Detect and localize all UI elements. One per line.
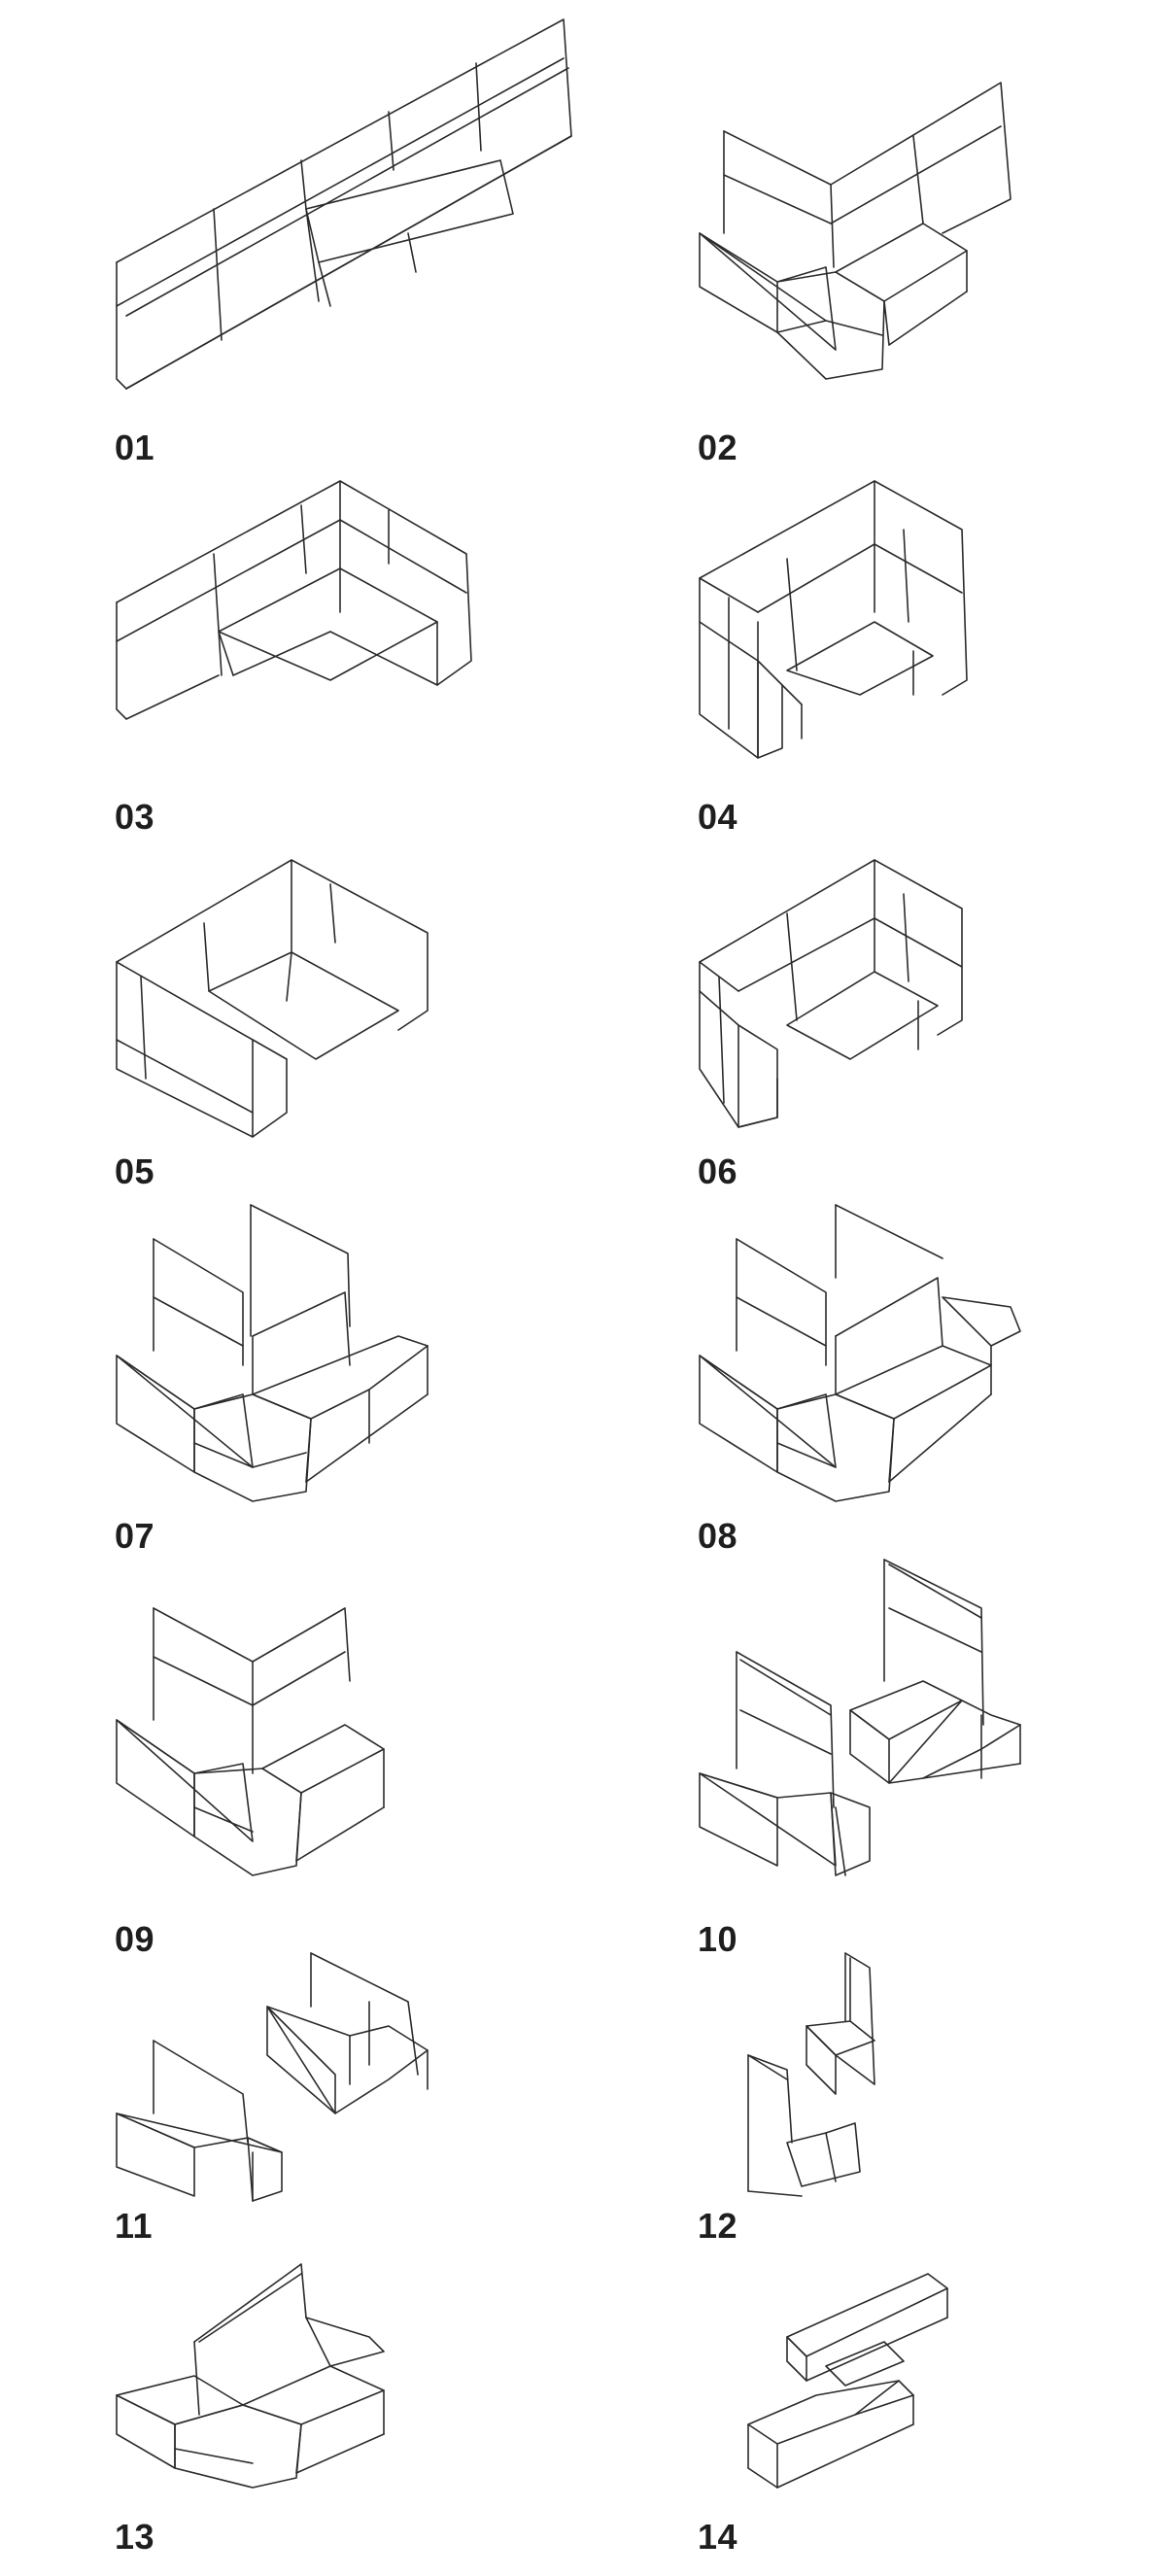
configuration-label: 03: [115, 797, 155, 837]
sofa-configuration-11: 11: [107, 1948, 496, 2246]
sofa-configuration-12-drawing: [747, 1952, 875, 2197]
configuration-label: 12: [698, 2206, 738, 2246]
configuration-label: 02: [698, 428, 738, 467]
sofa-configuration-09: 09: [107, 1603, 496, 1959]
sofa-configuration-06: 06: [690, 855, 1079, 1191]
sofa-configuration-07-drawing: [116, 1204, 429, 1502]
sofa-configuration-01: 01: [107, 15, 593, 467]
sofa-configuration-05: 05: [107, 855, 496, 1191]
sofa-configuration-07: 07: [107, 1200, 496, 1556]
sofa-configuration-01-drawing: [116, 18, 572, 390]
configuration-label: 08: [698, 1516, 738, 1556]
configuration-label: 11: [115, 2206, 154, 2246]
sofa-configuration-14: 14: [690, 2259, 1079, 2557]
sofa-configuration-08: 08: [690, 1200, 1079, 1556]
sofa-configuration-13-drawing: [116, 2263, 385, 2489]
sofa-configuration-03: 03: [107, 476, 496, 837]
sofa-configuration-12: 12: [690, 1948, 1079, 2246]
configuration-label: 10: [698, 1919, 738, 1959]
sofa-configuration-11-drawing: [116, 1952, 429, 2202]
configuration-label: 09: [115, 1919, 155, 1959]
sofa-configuration-10-drawing: [699, 1559, 1021, 1876]
sofa-configuration-02-drawing: [699, 82, 1012, 380]
configuration-label: 13: [115, 2517, 155, 2557]
sofa-configuration-14-drawing: [747, 2273, 948, 2489]
sofa-configuration-02: 02: [690, 78, 1079, 467]
configuration-label: 05: [115, 1151, 155, 1191]
configuration-label: 01: [115, 428, 155, 467]
sofa-configuration-04-drawing: [699, 480, 968, 759]
configuration-label: 06: [698, 1151, 738, 1191]
sofa-configuration-04: 04: [690, 476, 1079, 837]
sofa-configuration-13: 13: [107, 2259, 496, 2557]
configuration-label: 14: [698, 2517, 738, 2557]
sofa-configuration-05-drawing: [116, 859, 429, 1138]
sofa-configuration-03-drawing: [116, 480, 472, 720]
configuration-label: 07: [115, 1516, 155, 1556]
sofa-configuration-10: 10: [690, 1555, 1079, 1959]
sofa-configuration-06-drawing: [699, 859, 963, 1128]
sofa-configuration-09-drawing: [116, 1607, 385, 1876]
configuration-label: 04: [698, 797, 738, 837]
sofa-configuration-08-drawing: [699, 1204, 1021, 1502]
